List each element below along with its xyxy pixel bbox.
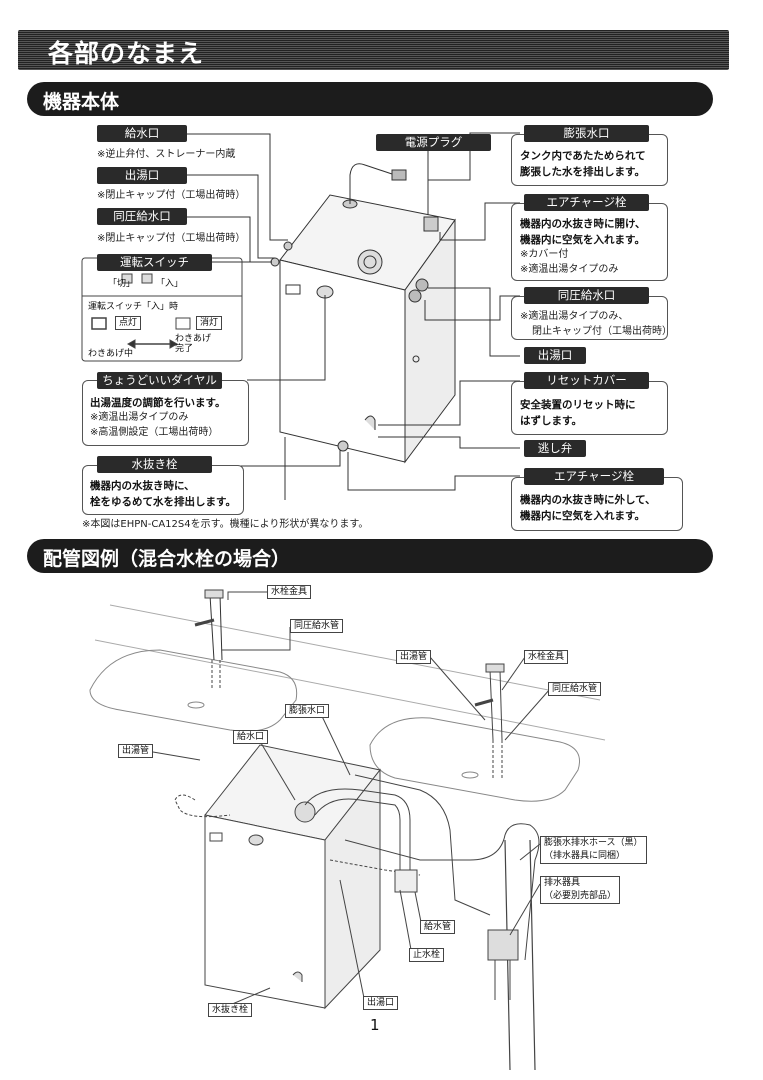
note-same-pressure-inlet: ※閉止キャップ付（工場出荷時） bbox=[97, 233, 246, 244]
label-temp-dial: ちょうどいいダイヤル bbox=[97, 372, 222, 389]
tag-stop-valve: 止水栓 bbox=[409, 948, 445, 962]
label-air-charge-top: エアチャージ栓 bbox=[524, 194, 649, 211]
air-charge-bottom-desc: 機器内の水抜き時に外して、 機器内に空気を入れます。 bbox=[520, 492, 656, 524]
tag-hot-pipe-left: 出湯管 bbox=[118, 744, 154, 758]
switch-on-label: 「入」 bbox=[156, 279, 184, 289]
tag-drain-plug: 水抜き栓 bbox=[208, 1003, 253, 1017]
drain-hose-line-1: 膨張水排水ホース（黒） bbox=[544, 838, 643, 848]
air-charge-top-note-2: ※適温出湯タイプのみ bbox=[520, 264, 619, 275]
expansion-desc-1: タンク内であたためられて bbox=[520, 150, 646, 162]
tag-faucet-left: 水栓金具 bbox=[267, 585, 312, 599]
label-power-plug: 電源プラグ bbox=[376, 134, 491, 151]
device-footnote: ※本図はEHPN-CA12S4を示す。機種により形状が異なります。 bbox=[82, 519, 369, 530]
page-header-banner: 各部のなまえ bbox=[18, 30, 729, 70]
drain-fitting-line-2: （必要別売部品） bbox=[544, 891, 617, 901]
temp-dial-note-2: ※高温側設定（工場出荷時） bbox=[90, 427, 219, 438]
tag-hot-pipe-right: 出湯管 bbox=[396, 650, 432, 664]
label-relief-valve: 逃し弁 bbox=[524, 440, 586, 457]
air-charge-top-box bbox=[511, 203, 668, 281]
air-charge-top-desc-1: 機器内の水抜き時に開け、 bbox=[520, 218, 646, 230]
page-title: 各部のなまえ bbox=[48, 39, 205, 68]
reset-cover-desc-2: はずします。 bbox=[520, 415, 582, 427]
label-same-pressure-inlet: 同圧給水口 bbox=[97, 208, 187, 225]
temp-dial-note-1: ※適温出湯タイプのみ bbox=[90, 412, 189, 423]
drain-plug-desc-2: 栓をゆるめて水を排出します。 bbox=[90, 496, 236, 508]
tag-same-pressure-pipe-left: 同圧給水管 bbox=[290, 619, 344, 633]
note-water-inlet: ※逆止弁付、ストレーナー内蔵 bbox=[97, 149, 236, 160]
boil-done-line-2: 完了 bbox=[175, 344, 194, 354]
note-hot-outlet: ※閉止キャップ付（工場出荷時） bbox=[97, 190, 246, 201]
air-charge-top-note-1: ※カバー付 bbox=[520, 249, 569, 260]
section-title-piping: 配管図例（混合水栓の場合） bbox=[43, 548, 291, 570]
section-bar-device: 機器本体 bbox=[27, 82, 713, 116]
tag-expansion-outlet: 膨張水口 bbox=[285, 704, 330, 718]
label-hot-outlet-right: 出湯口 bbox=[524, 347, 586, 364]
switch-unlit-tag: 消灯 bbox=[196, 316, 223, 330]
label-hot-outlet: 出湯口 bbox=[97, 167, 187, 184]
reset-cover-desc: 安全装置のリセット時に はずします。 bbox=[520, 397, 636, 429]
label-drain-plug: 水抜き栓 bbox=[97, 456, 212, 473]
switch-off-label: 「切」 bbox=[108, 279, 136, 289]
device-illustration bbox=[81, 132, 520, 500]
same-pressure-right-note-2: 閉止キャップ付（工場出荷時） bbox=[532, 326, 672, 337]
drain-plug-desc: 機器内の水抜き時に、 栓をゆるめて水を排出します。 bbox=[90, 478, 236, 510]
tag-faucet-right: 水栓金具 bbox=[524, 650, 569, 664]
expansion-outlet-desc: タンク内であたためられて 膨張した水を排出します。 bbox=[520, 148, 646, 180]
temp-dial-box bbox=[82, 380, 249, 446]
label-air-charge-bottom: エアチャージ栓 bbox=[524, 468, 664, 485]
tag-drain-fitting: 排水器具 （必要別売部品） bbox=[540, 876, 621, 904]
drain-plug-desc-1: 機器内の水抜き時に、 bbox=[90, 480, 195, 492]
same-pressure-right-notes: ※適温出湯タイプのみ、 閉止キャップ付（工場出荷時） bbox=[520, 309, 672, 339]
label-reset-cover: リセットカバー bbox=[524, 372, 649, 389]
page-number: 1 bbox=[370, 1016, 380, 1034]
tag-water-inlet: 給水口 bbox=[233, 730, 269, 744]
temp-dial-notes: ※適温出湯タイプのみ ※高温側設定（工場出荷時） bbox=[90, 410, 218, 440]
boil-done-line-1: わきあげ bbox=[175, 334, 212, 344]
switch-boiling: わきあげ中 bbox=[88, 349, 134, 359]
drain-plug-box bbox=[82, 465, 244, 515]
same-pressure-right-note-1: ※適温出湯タイプのみ、 bbox=[520, 311, 629, 322]
reset-cover-box bbox=[511, 381, 668, 435]
label-expansion-outlet: 膨張水口 bbox=[524, 125, 649, 142]
switch-boil-done: わきあげ 完了 bbox=[175, 334, 211, 354]
air-charge-top-desc: 機器内の水抜き時に開け、 機器内に空気を入れます。 bbox=[520, 216, 645, 248]
switch-lit-tag: 点灯 bbox=[115, 316, 142, 330]
tag-supply-pipe: 給水管 bbox=[420, 920, 456, 934]
drain-hose-line-2: （排水器具に同梱） bbox=[544, 851, 626, 861]
label-water-inlet: 給水口 bbox=[97, 125, 187, 142]
drain-fitting-line-1: 排水器具 bbox=[544, 878, 581, 888]
switch-on-when: 運転スイッチ「入」時 bbox=[88, 302, 179, 312]
air-charge-top-notes: ※カバー付 ※適温出湯タイプのみ bbox=[520, 247, 618, 277]
label-same-pressure-inlet-right: 同圧給水口 bbox=[524, 287, 649, 304]
tag-drain-hose: 膨張水排水ホース（黒） （排水器具に同梱） bbox=[540, 836, 647, 864]
air-charge-bottom-desc-2: 機器内に空気を入れます。 bbox=[520, 510, 645, 522]
expansion-outlet-box bbox=[511, 134, 668, 186]
temp-dial-desc: 出湯温度の調節を行います。 bbox=[90, 397, 226, 409]
tag-same-pressure-pipe-right: 同圧給水管 bbox=[548, 682, 602, 696]
reset-cover-desc-1: 安全装置のリセット時に bbox=[520, 399, 636, 411]
section-title-device: 機器本体 bbox=[43, 91, 120, 113]
section-bar-piping: 配管図例（混合水栓の場合） bbox=[27, 539, 713, 573]
air-charge-top-desc-2: 機器内に空気を入れます。 bbox=[520, 234, 645, 246]
air-charge-bottom-desc-1: 機器内の水抜き時に外して、 bbox=[520, 494, 656, 506]
expansion-desc-2: 膨張した水を排出します。 bbox=[520, 166, 645, 178]
label-operation-switch: 運転スイッチ bbox=[97, 254, 212, 271]
tag-hot-outlet: 出湯口 bbox=[363, 996, 399, 1010]
